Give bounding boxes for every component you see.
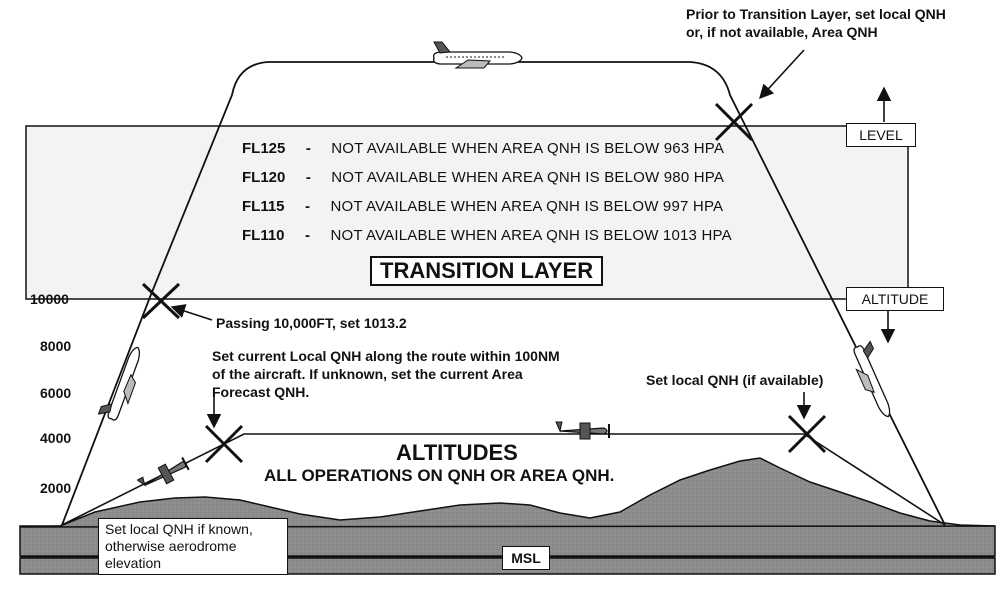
airliner-icon: [97, 346, 141, 421]
fl-text: NOT AVAILABLE WHEN AREA QNH IS BELOW 101…: [330, 227, 732, 244]
airliner-icon: [853, 340, 891, 418]
fl-code: FL120: [242, 169, 286, 186]
fl-text: NOT AVAILABLE WHEN AREA QNH IS BELOW 980…: [331, 169, 725, 186]
cross-marker-icon: [787, 414, 827, 454]
y-tick-4000: 4000: [40, 430, 72, 446]
altitudes-title: ALTITUDES: [396, 440, 518, 465]
fl-row: FL115 - NOT AVAILABLE WHEN AREA QNH IS B…: [242, 198, 723, 216]
route-note-line2: of the aircraft. If unknown, set the cur…: [212, 366, 523, 382]
terrain: [19, 457, 996, 528]
fl-row: FL110 - NOT AVAILABLE WHEN AREA QNH IS B…: [242, 227, 732, 245]
y-tick-2000: 2000: [40, 480, 72, 496]
aerodrome-note-line1: Set local QNH if known,: [105, 521, 253, 537]
aerodrome-note: Set local QNH if known, otherwise aerodr…: [98, 518, 288, 575]
fl-text: NOT AVAILABLE WHEN AREA QNH IS BELOW 997…: [330, 198, 724, 215]
fl-row: FL120 - NOT AVAILABLE WHEN AREA QNH IS B…: [242, 169, 724, 187]
y-tick-6000: 6000: [40, 385, 72, 401]
arrow-icon: [170, 304, 213, 321]
fl-dash: -: [305, 140, 311, 157]
altitude-label: ALTITUDE: [846, 287, 944, 311]
arrow-icon: [759, 49, 805, 100]
y-tick-8000: 8000: [40, 338, 72, 354]
msl-label: MSL: [502, 546, 550, 570]
fl-text: NOT AVAILABLE WHEN AREA QNH IS BELOW 963…: [331, 140, 725, 157]
aerodrome-note-line3: elevation: [105, 555, 162, 571]
flight-profile: [61, 61, 946, 526]
light-aircraft-icon: [555, 421, 610, 440]
light-aircraft-icon: [136, 457, 190, 487]
transition-layer-title: TRANSITION LAYER: [370, 256, 604, 286]
fl-code: FL125: [242, 140, 286, 157]
aerodrome-note-line2: otherwise aerodrome: [105, 538, 237, 554]
top-note-line1: Prior to Transition Layer, set local QNH: [686, 6, 946, 22]
y-tick-10000: 10000: [30, 291, 69, 307]
route-note-line1: Set current Local QNH along the route wi…: [212, 348, 560, 364]
cross-marker-icon: [204, 424, 244, 464]
altitudes-subtitle: ALL OPERATIONS ON QNH OR AREA QNH.: [264, 466, 615, 485]
fl-code: FL110: [242, 227, 285, 244]
airliner-icon: [432, 41, 523, 69]
route-note-line3: Forecast QNH.: [212, 384, 310, 400]
cross-marker-icon: [714, 102, 754, 142]
fl-dash: -: [304, 198, 310, 215]
level-label: LEVEL: [846, 123, 916, 147]
fl-dash: -: [304, 227, 310, 244]
top-note-line2: or, if not available, Area QNH: [686, 24, 878, 40]
fl-dash: -: [305, 169, 311, 186]
fl-row: FL125 - NOT AVAILABLE WHEN AREA QNH IS B…: [242, 140, 724, 158]
fl-code: FL115: [242, 198, 285, 215]
passing-note: Passing 10,000FT, set 1013.2: [216, 315, 407, 331]
local-qnh-note: Set local QNH (if available): [646, 372, 824, 388]
